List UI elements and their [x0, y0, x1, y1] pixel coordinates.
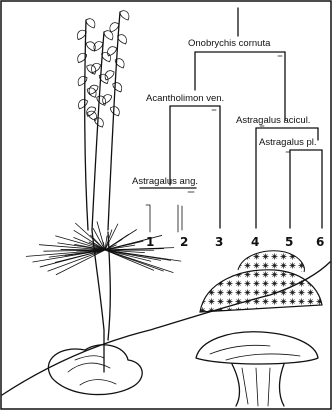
taxon-label-astragalus-pl: Astragalus pl.	[259, 137, 317, 148]
flower-icon	[86, 19, 95, 28]
tip-number-3: 3	[215, 235, 223, 249]
taxon-label-onobrychis: Onobrychis cornuta	[188, 38, 271, 49]
flower-icon	[118, 35, 127, 44]
flower-icon	[103, 95, 112, 104]
tip-number-4: 4	[251, 235, 259, 249]
plant-drawing	[26, 11, 182, 372]
flower-icon	[113, 83, 122, 92]
flower-icon	[78, 76, 87, 85]
tip-number-5: 5	[285, 235, 293, 249]
flower-icon	[79, 100, 88, 109]
mushroom-cushion	[196, 332, 318, 406]
cushion-plant-large	[200, 270, 322, 312]
taxon-label-acantholimon: Acantholimon ven.	[146, 93, 224, 104]
flower-icon	[110, 23, 119, 32]
landscape-illustration	[2, 251, 330, 406]
flower-icon	[110, 107, 119, 116]
tip-number-1: 1	[146, 235, 154, 249]
leaf-rosette	[48, 345, 142, 395]
cushion-plant-small	[238, 251, 304, 272]
flower-icon	[120, 11, 129, 20]
tip-number-6: 6	[316, 235, 324, 249]
taxon-label-astragalus-acicul: Astragalus acicul.	[236, 115, 310, 126]
flower-icon	[77, 30, 86, 39]
spine-line	[105, 250, 173, 273]
flower-icon	[108, 47, 117, 56]
flower-icon	[89, 85, 98, 94]
taxon-label-astragalus-ang: Astragalus ang.	[132, 176, 198, 187]
tip-number-2: 2	[180, 235, 188, 249]
